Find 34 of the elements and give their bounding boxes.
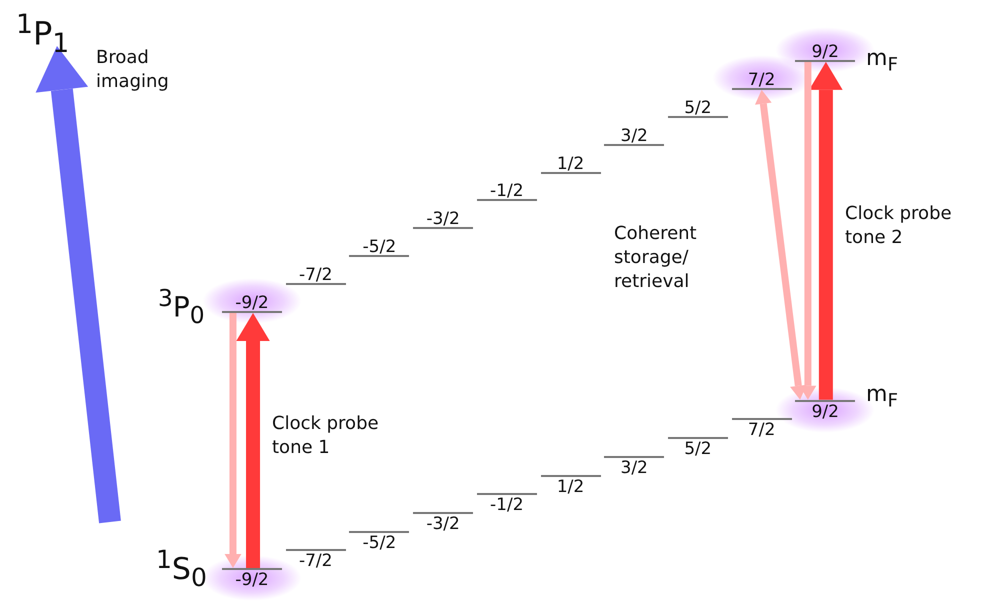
energy-level: 7/2 bbox=[732, 418, 792, 438]
arrow bbox=[36, 46, 121, 524]
energy-level: 1/2 bbox=[540, 474, 600, 494]
energy-level: 5/2 bbox=[668, 98, 728, 118]
quantum-number-label: m$_{F}$ bbox=[866, 46, 898, 76]
quantum-number-label: m$_{F}$ bbox=[866, 382, 898, 412]
energy-level: -9/2 bbox=[222, 568, 282, 588]
energy-level: 9/2 bbox=[795, 400, 856, 420]
term-symbol: $^{1}$P$_{1}$ bbox=[16, 6, 70, 64]
energy-level: -9/2 bbox=[222, 293, 282, 313]
energy-level: 3/2 bbox=[604, 456, 664, 476]
edge-label: Coherent storage/ retrieval bbox=[614, 222, 698, 294]
arrow bbox=[755, 90, 807, 400]
energy-level: -1/2 bbox=[476, 493, 537, 514]
energy-level: -3/2 bbox=[413, 209, 474, 230]
arrow bbox=[236, 313, 270, 568]
energy-level: -5/2 bbox=[349, 530, 410, 551]
energy-level: 7/2 bbox=[732, 70, 792, 90]
energy-level: -3/2 bbox=[413, 512, 474, 532]
edge-label: Broad imaging bbox=[96, 46, 170, 94]
energy-level: 1/2 bbox=[540, 154, 600, 174]
energy-level: 3/2 bbox=[604, 126, 664, 146]
energy-level: -7/2 bbox=[286, 549, 346, 570]
edge-label: Clock probe tone 2 bbox=[845, 202, 953, 250]
energy-level: -1/2 bbox=[476, 181, 537, 202]
term-symbol: $^{1}$S$_{0}$ bbox=[156, 545, 207, 592]
energy-level: -7/2 bbox=[286, 265, 346, 286]
term-symbol: $^{3}$P$_{0}$ bbox=[158, 284, 205, 329]
energy-level: 5/2 bbox=[668, 437, 728, 458]
edge-label: Clock probe tone 1 bbox=[272, 412, 380, 460]
energy-level: -5/2 bbox=[349, 237, 410, 258]
arrow bbox=[809, 62, 843, 400]
energy-level: 9/2 bbox=[795, 42, 856, 62]
arrow bbox=[224, 313, 242, 568]
